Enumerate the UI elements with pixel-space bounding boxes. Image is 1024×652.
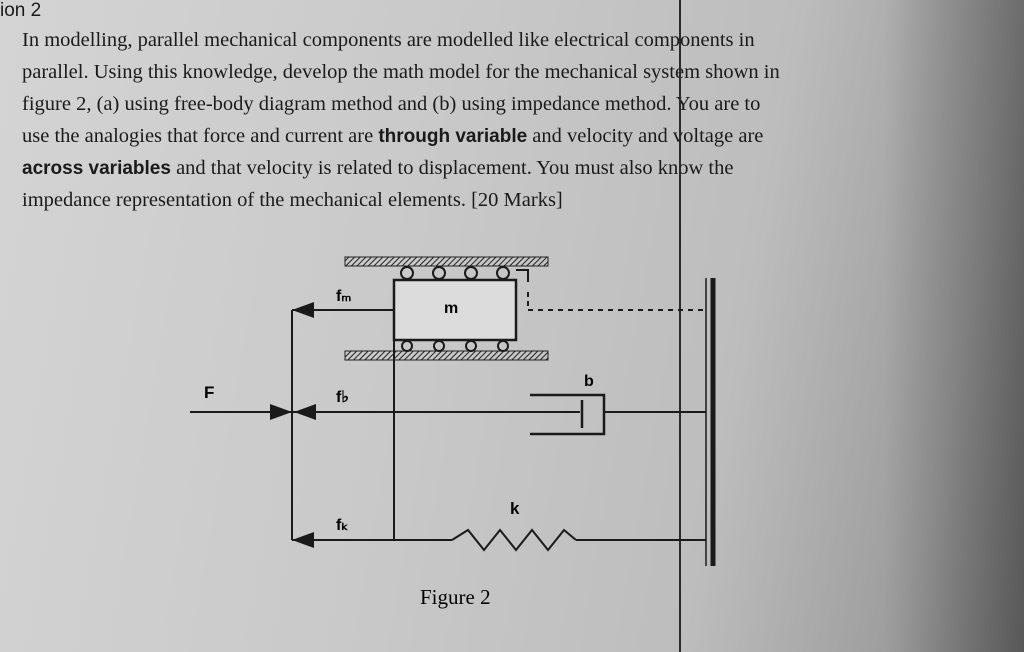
question-line-5-end: and that velocity is related to displace… [170,157,734,179]
question-line-4-start: use the analogies that force and current… [22,125,379,147]
question-line-6: impedance representation of the mechanic… [22,189,563,211]
mass-connector-stub [516,269,529,282]
figure-caption: Figure 2 [420,585,491,609]
question-line-4: use the analogies that force and current… [22,126,763,147]
question-line-2: parallel. Using this knowledge, develop … [22,61,780,83]
top-ground-rail [344,256,549,267]
label-input-force: F [204,383,214,402]
mass-rollers-bottom [401,340,509,352]
label-mass: m [444,300,458,317]
spring [451,528,577,552]
across-variables-term: across variables [22,158,171,179]
page-shadow [884,0,1024,652]
section-heading-fragment: ion 2 [0,0,42,21]
damper [530,393,606,436]
label-fk: fₖ [336,517,348,534]
label-spring: k [510,499,520,518]
page-fold-line [679,0,681,652]
bottom-ground-rail [344,350,549,361]
label-fb: f♭ [336,389,349,406]
label-damper: b [584,373,594,390]
through-variable-term: through variable [378,126,528,147]
fm-arrow [292,302,314,318]
question-line-5: across variables and that velocity is re… [22,158,733,179]
input-force-arrow [270,404,292,420]
label-fm: fₘ [336,288,351,305]
question-line-1: In modelling, parallel mechanical compon… [22,29,755,51]
fk-arrow [292,532,314,548]
mass-rollers-top [400,266,510,280]
question-line-4-end: and velocity and voltage are [527,125,764,147]
question-line-3: figure 2, (a) using free-body diagram me… [22,93,761,115]
